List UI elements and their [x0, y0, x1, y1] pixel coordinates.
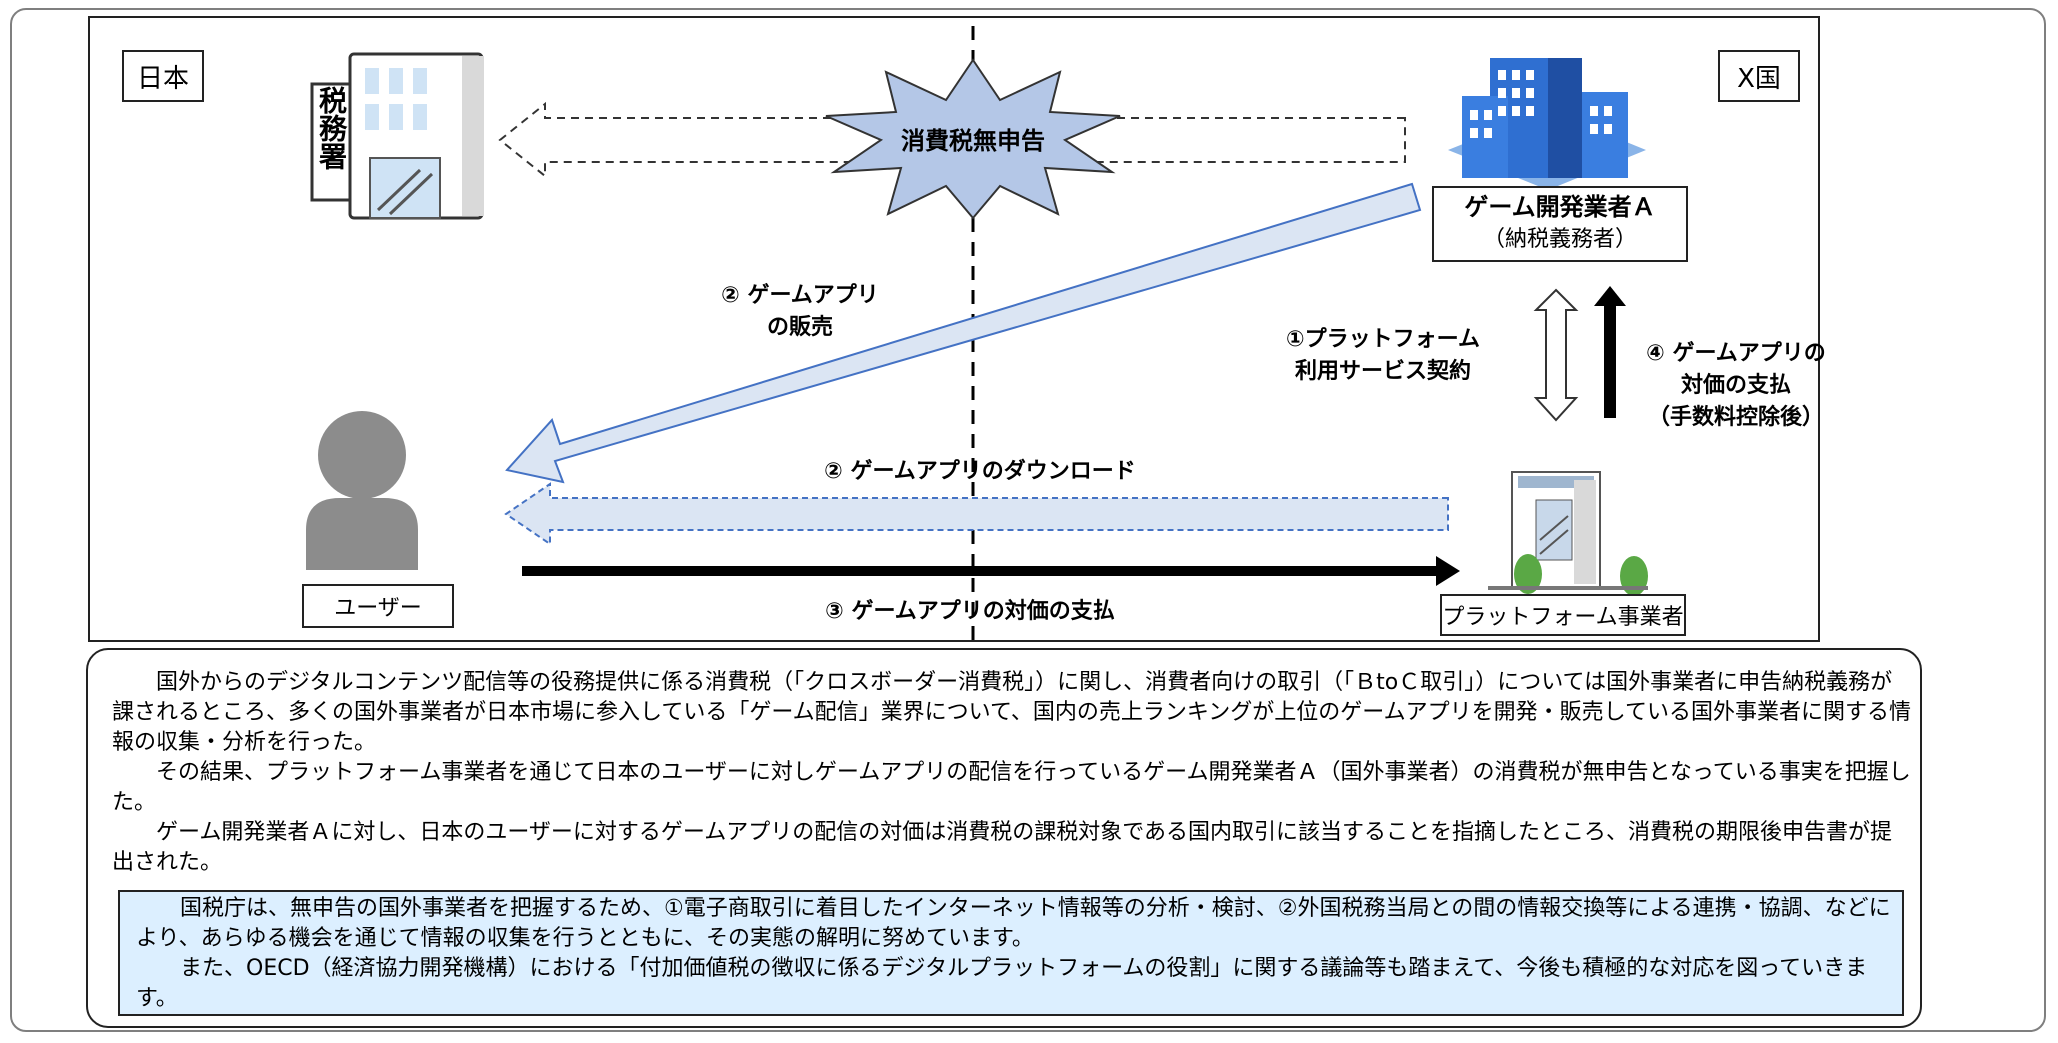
- explanation-text: 国外からのデジタルコンテンツ配信等の役務提供に係る消費税（「クロスボーダー消費税…: [112, 668, 1912, 878]
- note-text: 国税庁は、無申告の国外事業者を把握するため、①電子商取引に着目したインターネット…: [136, 894, 1896, 1014]
- platform-label: プラットフォーム事業者: [1440, 594, 1686, 636]
- contract-label-line1: ①プラットフォーム: [1286, 327, 1480, 352]
- payout-label-line1: ④ ゲームアプリの: [1646, 341, 1826, 366]
- payment-label: ③ ゲームアプリの対価の支払: [825, 599, 1115, 624]
- payout-label-line2: 対価の支払: [1680, 373, 1791, 398]
- sale-arrow: [505, 182, 1422, 484]
- explanation-box: [86, 648, 1922, 1028]
- sale-label-line1: ② ゲームアプリ: [721, 283, 879, 308]
- download-label: ② ゲームアプリのダウンロード: [824, 459, 1136, 484]
- note-box: [118, 890, 1904, 1016]
- outer-frame: [10, 8, 2046, 1032]
- tax-office-building-icon: [310, 52, 484, 220]
- payout-label-line3: （手数料控除後）: [1647, 405, 1824, 430]
- note-paragraph-1: 国税庁は、無申告の国外事業者を把握するため、①電子商取引に着目したインターネット…: [136, 896, 1891, 951]
- no-filing-label: 消費税無申告: [901, 127, 1045, 155]
- contract-label-line2: 利用サービス契約: [1294, 359, 1471, 384]
- download-arrow: [504, 482, 1449, 546]
- note-paragraph-2: また、OECD（経済協力開発機構）における「付加価値税の徴収に係るデジタルプラッ…: [136, 956, 1868, 1011]
- payout-arrow: [1594, 286, 1626, 418]
- explanation-paragraph-2: その結果、プラットフォーム事業者を通じて日本のユーザーに対しゲームアプリの配信を…: [112, 760, 1911, 815]
- developer-box: ゲーム開発業者Ａ （納税義務者）: [1432, 186, 1688, 262]
- tax-office-label: 税務署: [315, 86, 348, 170]
- no-filing-starburst: [825, 58, 1121, 220]
- explanation-paragraph-1: 国外からのデジタルコンテンツ配信等の役務提供に係る消費税（「クロスボーダー消費税…: [112, 670, 1911, 755]
- sale-label-line2: の販売: [766, 315, 833, 340]
- country-x-label: X国: [1718, 50, 1800, 102]
- user-label: ユーザー: [302, 584, 454, 628]
- contract-double-arrow: [1533, 288, 1579, 422]
- japan-label: 日本: [122, 50, 204, 102]
- explanation-paragraph-3: ゲーム開発業者Ａに対し、日本のユーザーに対するゲームアプリの配信の対価は消費税の…: [112, 820, 1893, 875]
- platform-building-icon: [1488, 471, 1648, 596]
- office-building-icon: [1448, 58, 1646, 190]
- user-silhouette-icon: [306, 411, 418, 570]
- developer-name: ゲーム開発業者Ａ: [1464, 193, 1656, 221]
- developer-subtitle: （納税義務者）: [1482, 227, 1637, 252]
- payment-arrow: [522, 556, 1460, 586]
